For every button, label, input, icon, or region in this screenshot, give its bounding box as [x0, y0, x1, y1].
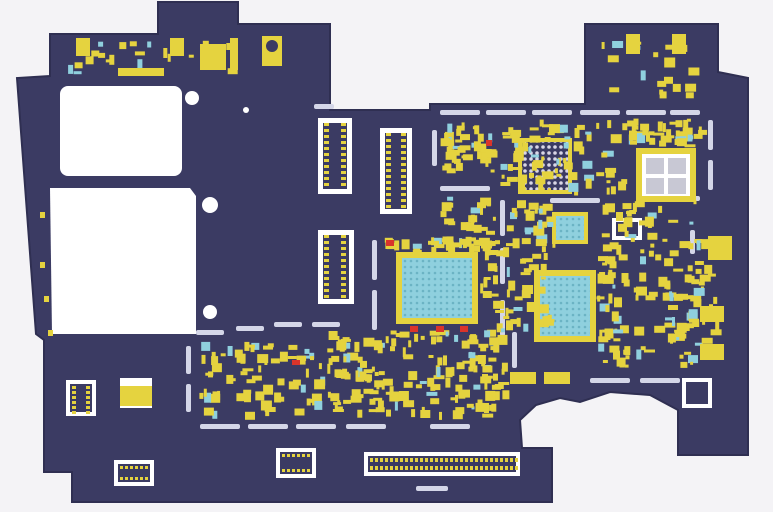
red-markers	[292, 140, 492, 365]
smd-pads	[40, 34, 732, 420]
connector-pins	[72, 123, 518, 480]
board-cutouts	[50, 86, 249, 334]
